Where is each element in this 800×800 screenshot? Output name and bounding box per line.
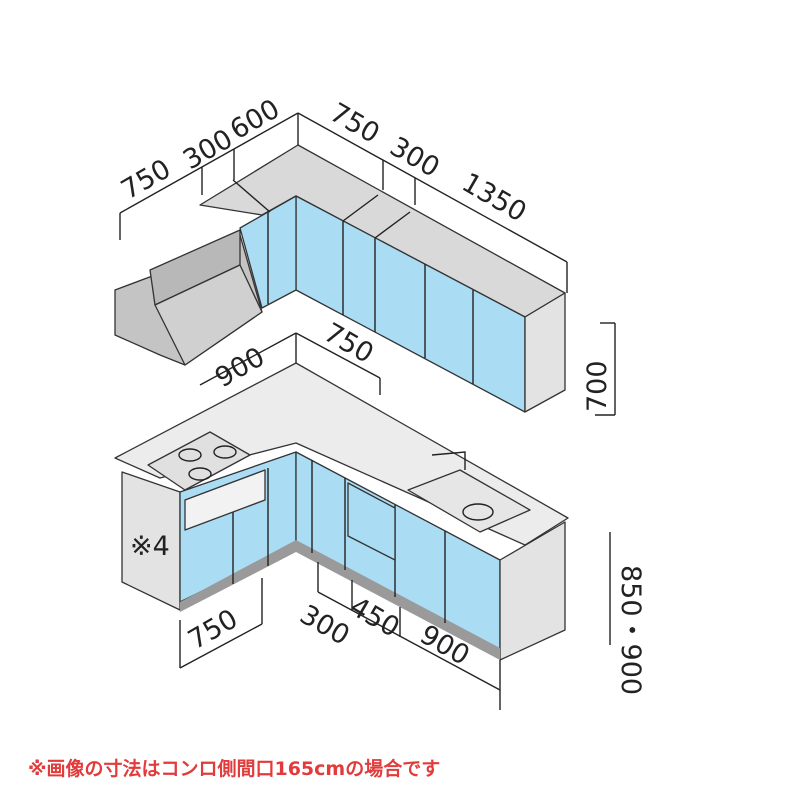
- base-cabinets: [114, 362, 569, 661]
- dimension-labels: 750 300 600 750 300 1350 700 900 750 850…: [116, 93, 646, 695]
- burner: [188, 467, 212, 481]
- dimension-lines: [119, 112, 616, 710]
- plinth: [180, 540, 500, 660]
- control-panel: [184, 469, 266, 531]
- sink: [407, 469, 531, 533]
- dishwasher: [347, 482, 396, 561]
- base-right-side: [499, 521, 566, 661]
- upper-cabinets: [114, 144, 566, 413]
- faucet: [431, 451, 466, 470]
- dim-upper-right-750: 750: [325, 97, 385, 150]
- burner: [213, 445, 237, 459]
- side-panel-note: ※4: [130, 531, 170, 562]
- dim-upper-right-300: 300: [385, 131, 445, 184]
- burner: [178, 448, 202, 462]
- dim-upper-left-300: 300: [178, 123, 238, 176]
- dim-base-bottom-750: 750: [183, 603, 243, 656]
- upper-right-side: [524, 292, 566, 413]
- dim-base-height: 850・900: [615, 565, 646, 695]
- dim-upper-right-1350: 1350: [457, 167, 532, 228]
- dim-upper-left-600: 600: [225, 93, 285, 146]
- footnote: ※画像の寸法はコンロ側間口165cmの場合です: [28, 758, 441, 780]
- dim-upper-height: 700: [582, 360, 613, 412]
